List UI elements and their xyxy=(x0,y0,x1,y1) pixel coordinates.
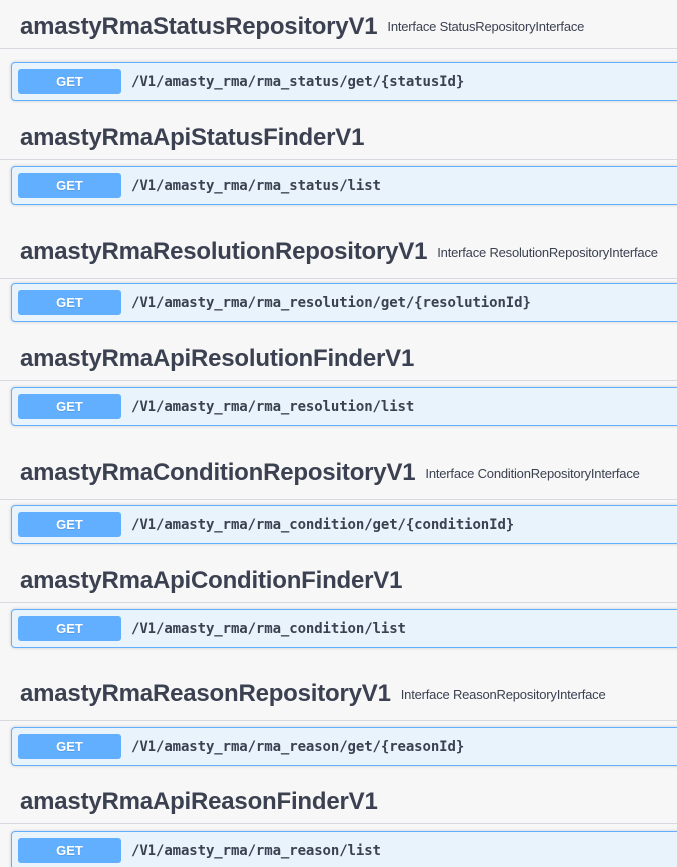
tag-name: amastyRmaConditionRepositoryV1 xyxy=(20,459,416,486)
tag-name: amastyRmaApiResolutionFinderV1 xyxy=(20,344,415,372)
operation-path: /V1/amasty_rma/rma_condition/list xyxy=(131,620,406,637)
operation-path: /V1/amasty_rma/rma_reason/list xyxy=(131,842,381,859)
tag-name: amastyRmaApiReasonFinderV1 xyxy=(20,787,378,815)
tag-header[interactable]: amastyRmaApiConditionFinderV1 xyxy=(0,559,677,603)
method-badge-get: GET xyxy=(18,69,121,94)
operation-path: /V1/amasty_rma/rma_status/list xyxy=(131,177,381,194)
tag-description: Interface ResolutionRepositoryInterface xyxy=(437,244,658,260)
tag-description: Interface ConditionRepositoryInterface xyxy=(425,465,640,481)
method-badge-get: GET xyxy=(18,734,121,759)
tag-name: amastyRmaApiStatusFinderV1 xyxy=(20,123,365,151)
operation-block-get[interactable]: GET /V1/amasty_rma/rma_status/list xyxy=(11,166,677,205)
tag-name: amastyRmaResolutionRepositoryV1 xyxy=(20,238,428,265)
tag-header[interactable]: amastyRmaReasonRepositoryV1 Interface Re… xyxy=(0,668,677,721)
method-badge-get: GET xyxy=(18,394,121,419)
operation-block-get[interactable]: GET /V1/amasty_rma/rma_condition/list xyxy=(11,609,677,648)
operation-block-get[interactable]: GET /V1/amasty_rma/rma_reason/get/{reaso… xyxy=(11,727,677,766)
tag-header[interactable]: amastyRmaApiReasonFinderV1 xyxy=(0,780,677,824)
tag-description: Interface ReasonRepositoryInterface xyxy=(400,686,606,702)
operation-block-get[interactable]: GET /V1/amasty_rma/rma_resolution/list xyxy=(11,387,677,426)
method-badge-get: GET xyxy=(18,173,121,198)
tag-header[interactable]: amastyRmaApiResolutionFinderV1 xyxy=(0,337,677,381)
tag-header[interactable]: amastyRmaApiStatusFinderV1 xyxy=(0,116,677,160)
operation-path: /V1/amasty_rma/rma_condition/get/{condit… xyxy=(131,516,515,533)
method-badge-get: GET xyxy=(18,838,121,863)
method-badge-get: GET xyxy=(18,290,121,315)
operation-block-get[interactable]: GET /V1/amasty_rma/rma_resolution/get/{r… xyxy=(11,283,677,322)
tag-name: amastyRmaReasonRepositoryV1 xyxy=(20,680,391,707)
operation-path: /V1/amasty_rma/rma_status/get/{statusId} xyxy=(131,73,465,90)
operation-block-get[interactable]: GET /V1/amasty_rma/rma_condition/get/{co… xyxy=(11,505,677,544)
method-badge-get: GET xyxy=(18,616,121,641)
operation-path: /V1/amasty_rma/rma_reason/get/{reasonId} xyxy=(131,738,465,755)
tag-header[interactable]: amastyRmaResolutionRepositoryV1 Interfac… xyxy=(0,226,677,279)
tag-description: Interface StatusRepositoryInterface xyxy=(387,19,585,34)
tag-name: amastyRmaStatusRepositoryV1 xyxy=(20,12,378,40)
tag-header[interactable]: amastyRmaStatusRepositoryV1 Interface St… xyxy=(0,5,677,49)
tag-name: amastyRmaApiConditionFinderV1 xyxy=(20,566,403,594)
operation-path: /V1/amasty_rma/rma_resolution/get/{resol… xyxy=(131,294,531,311)
operation-block-get[interactable]: GET /V1/amasty_rma/rma_reason/list xyxy=(11,831,677,867)
tag-header[interactable]: amastyRmaConditionRepositoryV1 Interface… xyxy=(0,447,677,500)
method-badge-get: GET xyxy=(18,512,121,537)
operation-block-get[interactable]: GET /V1/amasty_rma/rma_status/get/{statu… xyxy=(11,62,677,101)
operation-path: /V1/amasty_rma/rma_resolution/list xyxy=(131,398,415,415)
